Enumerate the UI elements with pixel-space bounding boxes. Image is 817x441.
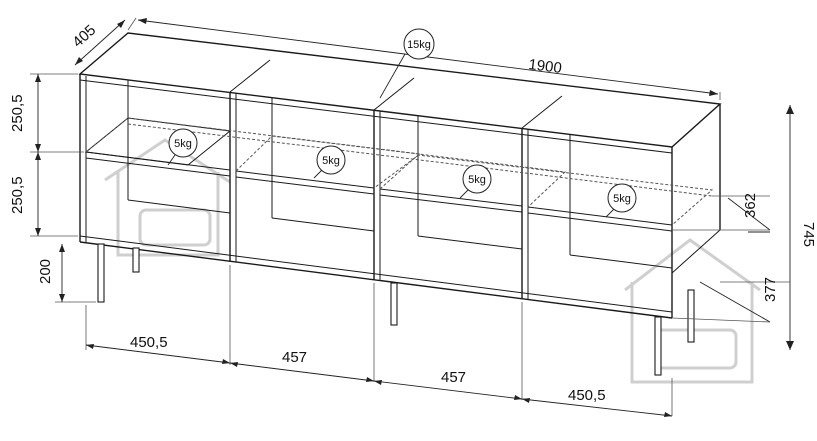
load-label-shelf-3: 5kg	[468, 174, 486, 186]
leg-front-right	[654, 316, 662, 376]
load-label-shelf-1: 5kg	[174, 138, 192, 150]
inner-height-label: 362	[742, 193, 759, 218]
compartment-2-label: 457	[282, 349, 307, 366]
compartment-4-label: 450,5	[568, 387, 606, 404]
load-label-top: 15kg	[407, 39, 431, 51]
leg-height-label: 200	[37, 259, 54, 284]
load-label-shelf-4: 5kg	[613, 193, 631, 205]
shelf-height-top-label: 250,5	[9, 94, 26, 132]
dimension-lines	[30, 17, 794, 417]
dividers	[229, 59, 563, 299]
compartment-1-label: 450,5	[130, 334, 168, 351]
leg-front-left	[97, 243, 105, 303]
leg-middle	[390, 282, 398, 326]
legs	[97, 243, 695, 376]
cabinet-carcass	[78, 32, 722, 319]
load-callouts: 15kg 5kg 5kg 5kg 5kg	[167, 28, 637, 218]
depth-label: 405	[69, 22, 99, 51]
load-label-shelf-2: 5kg	[322, 155, 340, 167]
inner-depth-label: 377	[762, 277, 779, 302]
interior-back	[127, 80, 673, 269]
width-label: 1900	[528, 56, 563, 77]
total-height-label: 745	[800, 222, 817, 247]
leg-back-left	[132, 247, 140, 273]
compartment-3-label: 457	[441, 369, 466, 386]
shelf-height-middle-label: 250,5	[9, 176, 26, 214]
shelves	[84, 117, 714, 232]
leg-back-right	[687, 289, 695, 343]
watermark-logo-left	[104, 138, 231, 257]
